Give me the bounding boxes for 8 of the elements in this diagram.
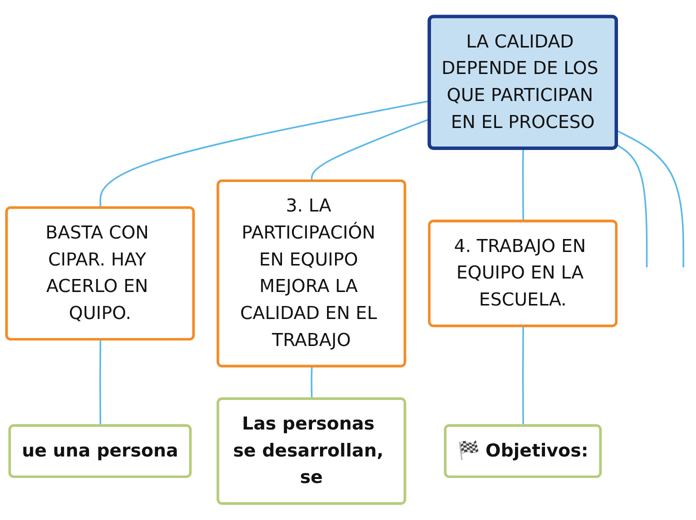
connector bbox=[99, 340, 102, 426]
connector bbox=[616, 144, 648, 268]
connector bbox=[616, 130, 684, 268]
connector bbox=[310, 366, 313, 400]
connector bbox=[100, 100, 430, 208]
connector bbox=[522, 326, 524, 426]
connector bbox=[522, 148, 524, 222]
connector bbox=[310, 118, 430, 182]
